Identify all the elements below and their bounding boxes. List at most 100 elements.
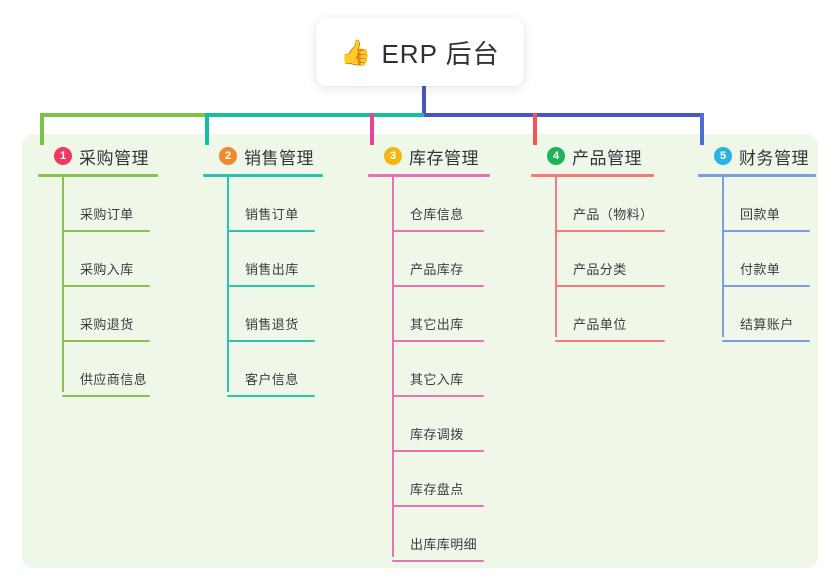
leaf-spine-5: [722, 177, 724, 337]
branch-header-2[interactable]: 2 销售管理: [203, 144, 353, 168]
branch-drop-line-2: [205, 113, 209, 145]
leaf-spine-4: [555, 177, 557, 337]
leaf-item[interactable]: 仓库信息: [392, 177, 518, 232]
root-node[interactable]: 👍 ERP 后台: [316, 18, 524, 86]
leaf-label: 采购订单: [80, 207, 134, 222]
leaf-item[interactable]: 出库库明细: [392, 507, 518, 562]
leaf-label: 付款单: [740, 262, 781, 277]
leaf-item[interactable]: 产品库存: [392, 232, 518, 287]
branch-header-4[interactable]: 4 产品管理: [531, 144, 686, 168]
leaf-underline: [392, 450, 484, 452]
leaf-label: 其它入库: [410, 372, 464, 387]
leaf-spine-2: [227, 177, 229, 392]
leaf-underline: [722, 340, 810, 342]
leaf-item[interactable]: 产品单位: [555, 287, 686, 342]
leaf-underline: [392, 560, 484, 562]
leaf-list-3: 仓库信息产品库存其它出库其它入库库存调拨库存盘点出库库明细: [368, 177, 518, 562]
leaf-list-2: 销售订单销售出库销售退货客户信息: [203, 177, 353, 397]
leaf-item[interactable]: 采购退货: [62, 287, 188, 342]
branch-badge-3: 3: [384, 147, 402, 165]
leaf-item[interactable]: 销售订单: [227, 177, 353, 232]
leaf-underline: [555, 285, 665, 287]
leaf-underline: [722, 285, 810, 287]
leaf-underline: [392, 340, 484, 342]
leaf-label: 销售订单: [245, 207, 299, 222]
branch-underline-3: [368, 174, 490, 177]
branch-column-3: 3 库存管理仓库信息产品库存其它出库其它入库库存调拨库存盘点出库库明细: [368, 144, 518, 562]
branch-title-5: 财务管理: [739, 148, 809, 168]
leaf-item[interactable]: 回款单: [722, 177, 839, 232]
leaf-item[interactable]: 客户信息: [227, 342, 353, 397]
leaf-item[interactable]: 供应商信息: [62, 342, 188, 397]
leaf-label: 出库库明细: [410, 537, 478, 552]
leaf-underline: [227, 395, 315, 397]
leaf-label: 库存盘点: [410, 482, 464, 497]
leaf-item[interactable]: 产品（物料）: [555, 177, 686, 232]
leaf-label: 仓库信息: [410, 207, 464, 222]
leaf-item[interactable]: 产品分类: [555, 232, 686, 287]
branch-badge-5: 5: [714, 147, 732, 165]
root-stem-line: [422, 86, 426, 117]
leaf-label: 其它出库: [410, 317, 464, 332]
leaf-label: 产品单位: [573, 317, 627, 332]
leaf-underline: [227, 230, 315, 232]
leaf-item[interactable]: 其它入库: [392, 342, 518, 397]
branch-underline-5: [698, 174, 816, 177]
branch-underline-2: [203, 174, 323, 177]
branch-drop-line-1: [40, 113, 44, 145]
leaf-underline: [227, 285, 315, 287]
branch-underline-1: [38, 174, 158, 177]
leaf-label: 库存调拨: [410, 427, 464, 442]
leaf-underline: [62, 285, 150, 287]
branch-drop-line-5: [700, 113, 704, 145]
leaf-label: 销售出库: [245, 262, 299, 277]
branch-badge-1: 1: [54, 147, 72, 165]
leaf-spine-1: [62, 177, 64, 392]
branch-badge-2: 2: [219, 147, 237, 165]
branch-column-2: 2 销售管理销售订单销售出库销售退货客户信息: [203, 144, 353, 397]
leaf-item[interactable]: 库存盘点: [392, 452, 518, 507]
branch-title-3: 库存管理: [409, 148, 479, 168]
leaf-underline: [555, 230, 665, 232]
branch-drop-line-4: [533, 113, 537, 145]
branch-header-3[interactable]: 3 库存管理: [368, 144, 518, 168]
leaf-underline: [392, 230, 484, 232]
leaf-item[interactable]: 库存调拨: [392, 397, 518, 452]
branch-header-5[interactable]: 5 财务管理: [698, 144, 839, 168]
leaf-item[interactable]: 付款单: [722, 232, 839, 287]
leaf-underline: [555, 340, 665, 342]
leaf-label: 回款单: [740, 207, 781, 222]
leaf-label: 产品库存: [410, 262, 464, 277]
leaf-underline: [392, 505, 484, 507]
branch-column-5: 5 财务管理回款单付款单结算账户: [698, 144, 839, 342]
leaf-underline: [392, 285, 484, 287]
leaf-label: 供应商信息: [80, 372, 148, 387]
branch-title-4: 产品管理: [572, 148, 642, 168]
leaf-item[interactable]: 结算账户: [722, 287, 839, 342]
leaf-list-5: 回款单付款单结算账户: [698, 177, 839, 342]
root-title: ERP 后台: [381, 38, 500, 69]
leaf-label: 销售退货: [245, 317, 299, 332]
leaf-label: 采购退货: [80, 317, 134, 332]
branch-column-4: 4 产品管理产品（物料）产品分类产品单位: [531, 144, 686, 342]
leaf-item[interactable]: 其它出库: [392, 287, 518, 342]
leaf-underline: [392, 395, 484, 397]
branch-badge-4: 4: [547, 147, 565, 165]
branch-underline-4: [531, 174, 654, 177]
leaf-item[interactable]: 销售退货: [227, 287, 353, 342]
leaf-underline: [227, 340, 315, 342]
bus-segment-2: [205, 113, 424, 117]
leaf-underline: [722, 230, 810, 232]
leaf-underline: [62, 395, 150, 397]
leaf-item[interactable]: 采购入库: [62, 232, 188, 287]
leaf-item[interactable]: 销售出库: [227, 232, 353, 287]
leaf-spine-3: [392, 177, 394, 557]
branch-title-2: 销售管理: [244, 148, 314, 168]
thumbs-up-icon: 👍: [340, 38, 372, 67]
leaf-underline: [62, 340, 150, 342]
leaf-list-1: 采购订单采购入库采购退货供应商信息: [38, 177, 188, 397]
leaf-item[interactable]: 采购订单: [62, 177, 188, 232]
